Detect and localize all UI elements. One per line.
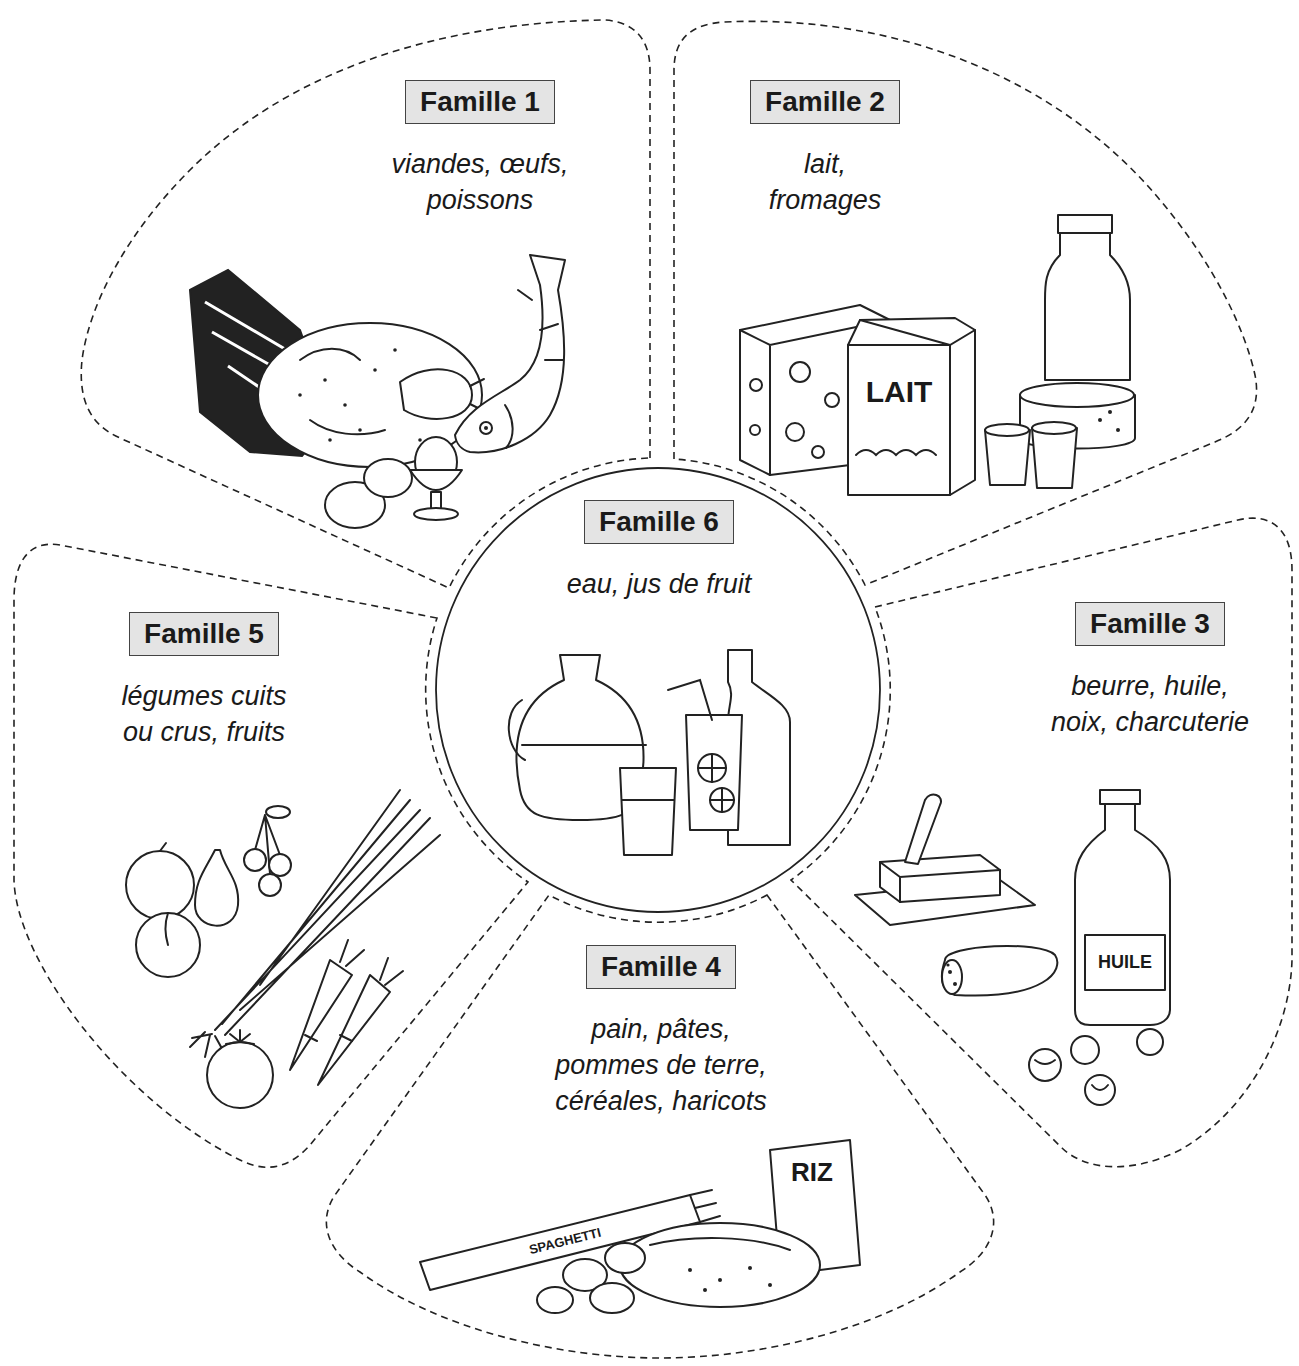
starch-drawing <box>420 1140 860 1313</box>
product-label: SPAGHETTI <box>528 1226 602 1256</box>
food-family-petal: Famille 5 légumes cuits ou crus, fruits <box>12 538 534 1178</box>
family-foods: lait, fromages <box>748 146 902 218</box>
family-heading: Famille 4 <box>586 945 736 989</box>
drinks-drawing <box>509 650 790 855</box>
outline-circle <box>436 468 880 912</box>
node-content: Famille 4 pain, pâtes, pommes de terre, c… <box>542 945 781 1119</box>
node-outline <box>74 14 658 594</box>
family-foods: viandes, œufs, poissons <box>363 146 597 218</box>
family-foods: légumes cuits ou crus, fruits <box>107 678 301 750</box>
node-content: Famille 5 légumes cuits ou crus, fruits <box>107 612 301 750</box>
dairy-drawing <box>740 215 1135 495</box>
node-content: Famille 2 lait, fromages <box>748 80 902 218</box>
outline-petal <box>14 544 528 1167</box>
family-heading: Famille 1 <box>405 80 555 124</box>
family-foods: eau, jus de fruit <box>507 566 811 602</box>
node-content: Famille 6 eau, jus de fruit <box>507 500 811 602</box>
food-family-petal: Famille 2 lait, fromages <box>668 14 1268 592</box>
outline-petal <box>326 895 993 1358</box>
product-label: HUILE <box>1098 953 1152 971</box>
family-foods: beurre, huile, noix, charcuterie <box>1043 668 1257 740</box>
product-label: LAIT <box>866 377 933 407</box>
food-family-petal: Famille 4 pain, pâtes, pommes de terre, c… <box>314 890 1006 1362</box>
food-family-petal: Famille 1 viandes, œufs, poissons <box>74 14 658 594</box>
family-foods: pain, pâtes, pommes de terre, céréales, … <box>542 1011 781 1119</box>
family-heading: Famille 3 <box>1075 602 1225 646</box>
outline-petal <box>674 21 1257 585</box>
outline-petal <box>81 20 650 588</box>
fats-drawing <box>855 790 1170 1105</box>
meat-fish-eggs-drawing <box>190 255 565 528</box>
family-heading: Famille 5 <box>129 612 279 656</box>
product-label: RIZ <box>791 1159 833 1185</box>
node-content: Famille 3 beurre, huile, noix, charcuteri… <box>1043 602 1257 740</box>
food-family-circle: Famille 6 eau, jus de fruit <box>434 466 882 914</box>
vegetables-fruits-drawing <box>126 790 440 1108</box>
node-content: Famille 1 viandes, œufs, poissons <box>363 80 597 218</box>
family-heading: Famille 6 <box>584 500 734 544</box>
family-heading: Famille 2 <box>750 80 900 124</box>
